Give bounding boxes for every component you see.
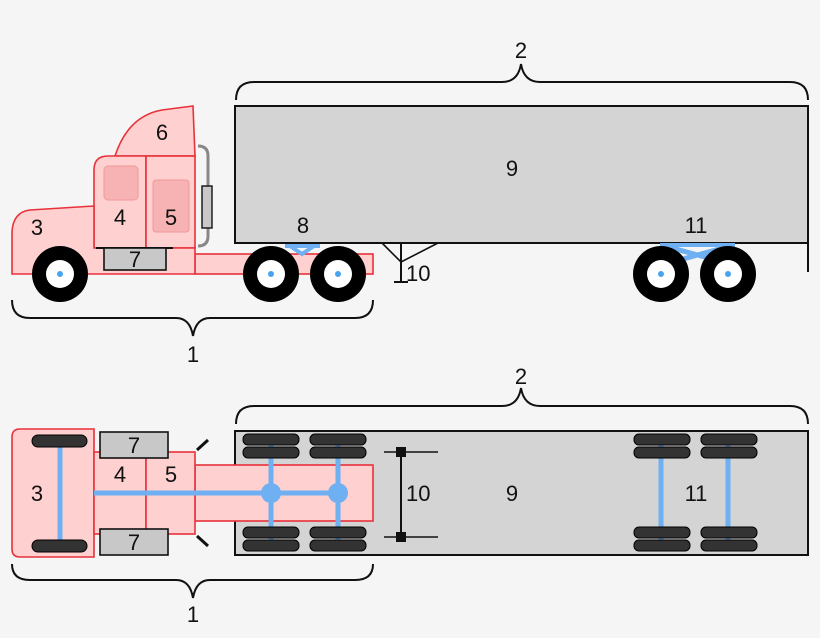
fifth-wheel-side — [285, 244, 320, 257]
steer-tires-top — [31, 434, 88, 553]
label-fuel-tank-side: 7 — [129, 247, 141, 272]
label-engine-top: 3 — [31, 481, 43, 506]
landing-gear-side — [381, 242, 439, 263]
steer-wheel-side — [32, 246, 88, 302]
engine-top — [11, 428, 95, 558]
cab-window-side — [103, 165, 139, 201]
trailer-brace-top — [235, 63, 809, 101]
drive-tires-top — [242, 433, 367, 552]
trailer-box-side — [234, 105, 809, 244]
differential-front-top — [261, 483, 281, 503]
label-sleeper-top: 5 — [165, 462, 177, 487]
top-view: 2 9 3 4 5 7 7 — [11, 364, 809, 627]
label-engine-side: 3 — [31, 215, 43, 240]
landing-gear-top-pad-upper — [396, 447, 406, 457]
label-semi-trailer-side: 2 — [515, 38, 527, 63]
label-cargo-box-top: 9 — [506, 481, 518, 506]
roof-fairing-side — [113, 105, 196, 157]
label-fuel-tank-top-upper: 7 — [128, 433, 140, 458]
label-fifth-wheel-side: 8 — [297, 213, 309, 238]
label-tandem-axle-top: 11 — [685, 481, 708, 506]
tractor-brace-side — [11, 299, 374, 337]
exhaust-stack-top-right — [195, 534, 210, 548]
fuel-tank-top-lower — [99, 528, 169, 556]
side-view: 2 9 10 11 8 6 4 5 3 — [11, 38, 809, 367]
tractor-brace-top-view — [11, 563, 374, 599]
label-cab-top: 4 — [114, 462, 126, 487]
exhaust-muffler-side — [201, 185, 213, 229]
label-cargo-box-side: 9 — [506, 156, 518, 181]
trailer-wheel-rear-side — [700, 246, 756, 302]
exhaust-stack-top-left — [195, 438, 210, 452]
differential-rear-top — [328, 483, 348, 503]
fuel-tank-top-upper — [99, 431, 169, 459]
label-landing-gear-top: 10 — [406, 481, 430, 506]
label-fuel-tank-top-lower: 7 — [128, 530, 140, 555]
drive-wheel-front-side — [243, 246, 299, 302]
label-tractor-side: 1 — [187, 342, 199, 367]
label-cab-side: 4 — [114, 205, 126, 230]
trailer-tires-top — [633, 433, 758, 552]
trailer-wheel-front-side — [633, 246, 689, 302]
fuel-tank-side — [103, 247, 167, 271]
label-tractor-top: 1 — [187, 602, 199, 627]
label-sleeper-side: 5 — [165, 205, 177, 230]
trailer-brace-top-view — [235, 387, 809, 425]
label-landing-gear-side: 10 — [406, 261, 430, 286]
drive-wheel-rear-side — [310, 246, 366, 302]
label-semi-trailer-top: 2 — [515, 364, 527, 389]
sleeper-window-side — [152, 179, 190, 233]
landing-gear-top-pad-lower — [396, 532, 406, 542]
label-tandem-axle-side: 11 — [685, 213, 708, 238]
label-fairing-side: 6 — [156, 120, 168, 145]
